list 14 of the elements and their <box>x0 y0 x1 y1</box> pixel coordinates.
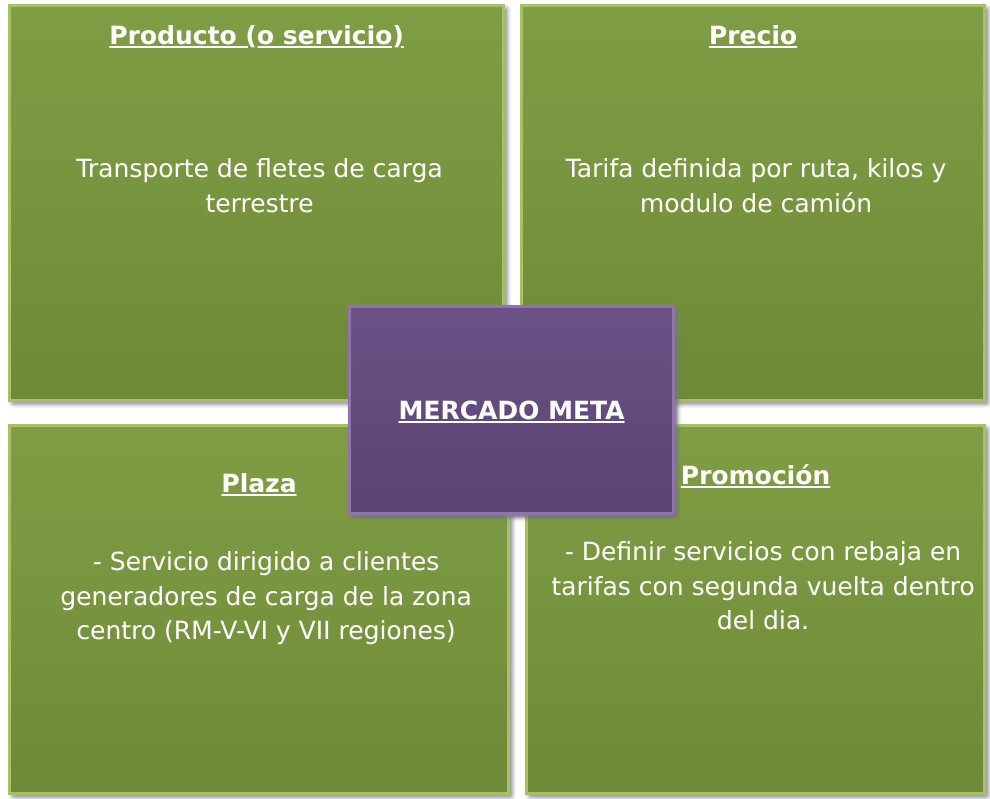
center-title: MERCADO META <box>398 396 625 424</box>
panel-text: Transporte de fletes de carga terrestre <box>76 154 443 218</box>
quadrant-panel <box>525 424 986 795</box>
quadrant-panel <box>520 4 986 402</box>
panel-text: - Servicio dirigido a clientes generadores de carga de la zona centro (RM-V-VI y VII regiones) <box>60 547 472 645</box>
panel-heading: Promoción <box>680 461 830 490</box>
quadrant-panel <box>8 4 505 402</box>
panel-heading: Plaza <box>221 469 297 498</box>
panel-heading: Precio <box>708 21 798 50</box>
center-box <box>348 305 675 515</box>
panel-heading: Producto (o servicio) <box>109 21 404 50</box>
panel-text: - Definir servicios con rebaja en tarifas con segunda vuelta dentro del dia. <box>551 537 975 635</box>
quadrant-panel <box>8 424 510 795</box>
panel-text: Tarifa definida por ruta, kilos y modulo de camión <box>566 154 946 218</box>
